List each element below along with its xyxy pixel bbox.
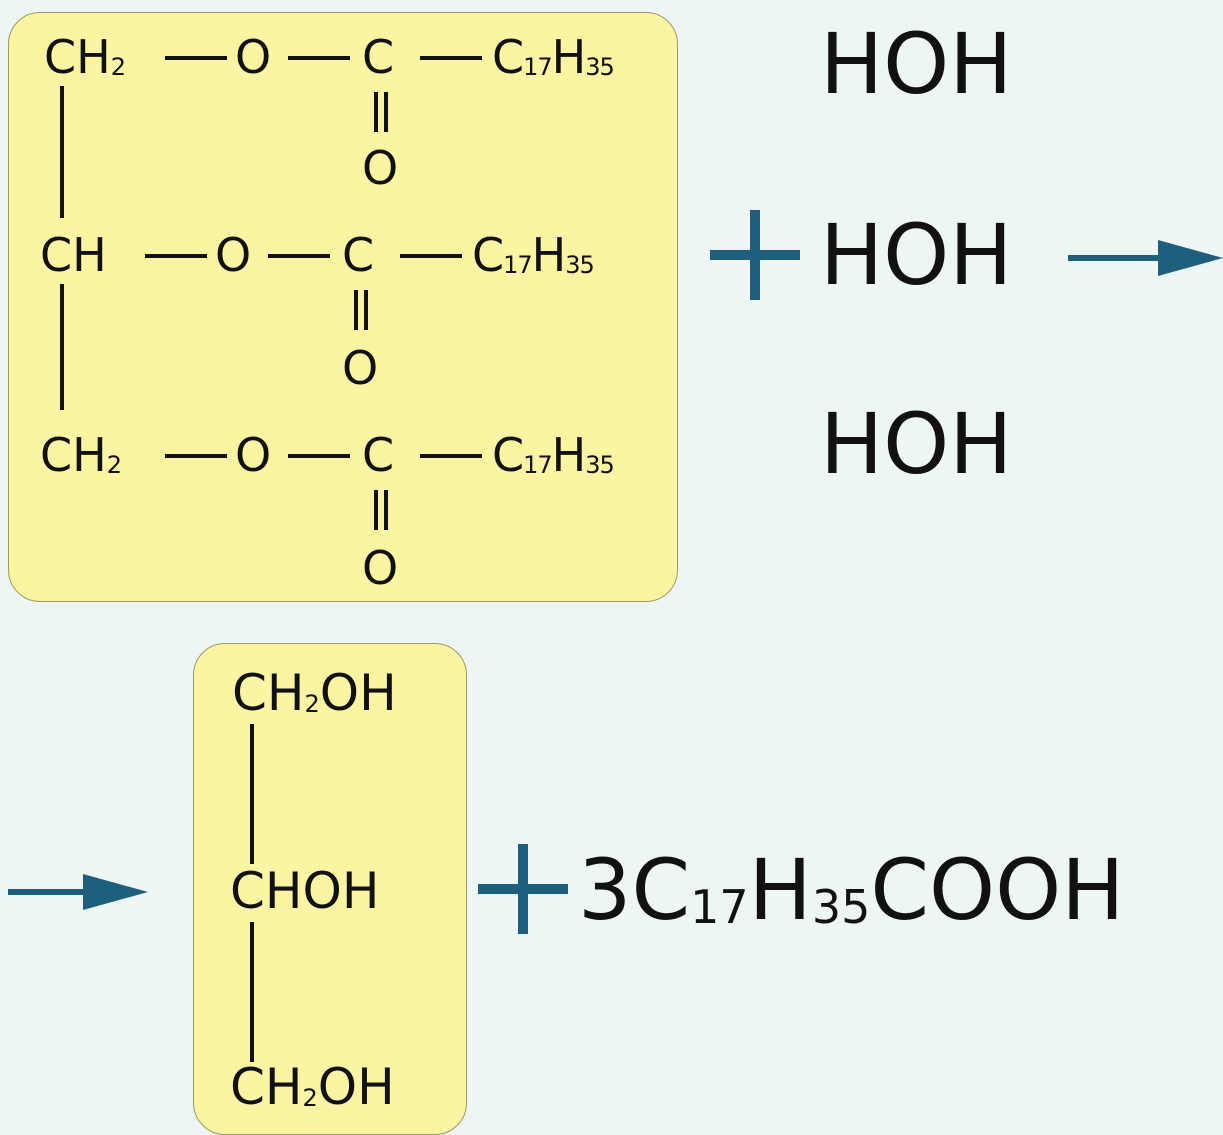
water-molecule-3: HOH: [820, 395, 1013, 493]
bond: [145, 254, 207, 258]
glycerol-box: [193, 643, 467, 1135]
row3-alkyl-chain: C17H35: [492, 428, 615, 482]
double-bond: [374, 92, 388, 132]
bond: [420, 56, 482, 60]
row1-alkyl-chain: C17H35: [492, 30, 615, 84]
row1-carbonyl-oxygen: O: [362, 141, 399, 195]
glycerol-top-group: CH2OH: [232, 664, 397, 722]
glycerol-bond: [250, 724, 254, 864]
double-bond: [374, 490, 388, 530]
row1-ester-oxygen: O: [235, 30, 272, 84]
row2-ch-group: CH: [40, 228, 107, 282]
plus-sign: [478, 844, 568, 934]
row1-ch-group: CH2: [44, 30, 126, 84]
row2-alkyl-chain: C17H35: [472, 228, 595, 282]
water-molecule-2: HOH: [820, 206, 1013, 304]
stearic-acid-product: 3C17H35COOH: [578, 841, 1125, 939]
double-bond: [354, 290, 368, 330]
row3-carbonyl-oxygen: O: [362, 541, 399, 595]
reaction-arrow-icon: [1068, 236, 1223, 280]
bond: [165, 56, 227, 60]
row2-carbonyl-oxygen: O: [342, 341, 379, 395]
glycerol-bond: [250, 922, 254, 1062]
row3-ester-oxygen: O: [235, 428, 272, 482]
row2-ester-oxygen: O: [215, 228, 252, 282]
triglyceride-box: [8, 12, 678, 602]
glycerol-middle-group: CHOH: [230, 862, 380, 920]
row2-carbonyl-carbon: C: [342, 228, 375, 282]
bond: [288, 454, 350, 458]
reaction-arrow-continuation-icon: [8, 870, 148, 914]
bond: [268, 254, 330, 258]
bond: [400, 254, 462, 258]
row1-carbonyl-carbon: C: [362, 30, 395, 84]
glycerol-bottom-group: CH2OH: [230, 1058, 395, 1116]
backbone-bond: [60, 86, 64, 218]
bond: [288, 56, 350, 60]
plus-sign: [710, 210, 800, 300]
backbone-bond: [60, 284, 64, 410]
row3-carbonyl-carbon: C: [362, 428, 395, 482]
row3-ch-group: CH2: [40, 428, 122, 482]
water-molecule-1: HOH: [820, 15, 1013, 113]
bond: [420, 454, 482, 458]
bond: [165, 454, 227, 458]
